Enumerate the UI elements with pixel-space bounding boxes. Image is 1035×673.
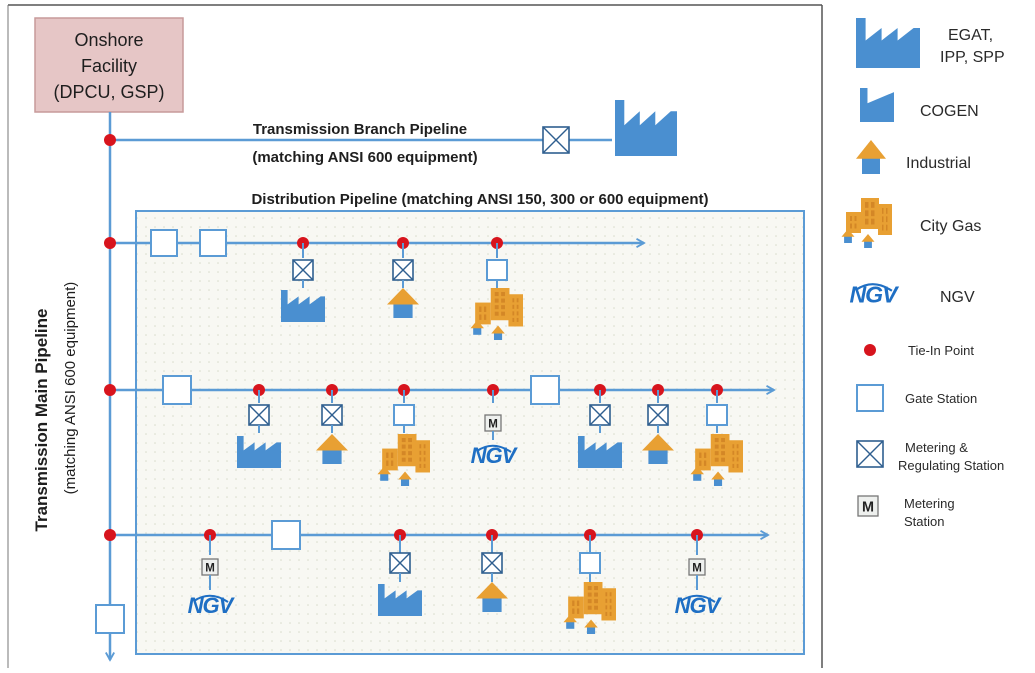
legend-egat-icon: [856, 18, 920, 68]
metering-regulating-station-icon: [292, 259, 314, 281]
factory-icon: [578, 436, 622, 468]
city-gas-icon: [690, 434, 743, 486]
ngv-logo-icon: NGV: [188, 593, 237, 618]
diagram-frame: [7, 4, 823, 668]
metering-station-icon: M: [857, 495, 879, 517]
legend-cogen: COGEN: [920, 103, 979, 120]
metering-regulating-station-icon: [856, 440, 884, 468]
industrial-icon: [642, 434, 674, 464]
legend-city-gas-icon: [841, 198, 892, 248]
metering-station-icon: M: [201, 558, 219, 576]
metering-regulating-station-icon: [481, 552, 503, 574]
distribution-row-3: M NGV M NGV: [188, 520, 724, 634]
factory-icon: [281, 290, 325, 322]
legend-egat-line2: IPP, SPP: [940, 49, 1005, 66]
metering-regulating-station-icon: [542, 126, 570, 154]
city-gas-house: [470, 320, 484, 335]
main-tie-ins: [95, 237, 125, 634]
ngv-logo-icon: NGV: [471, 443, 520, 468]
tie-in-point: [104, 237, 116, 249]
metering-regulating-station-icon: [392, 259, 414, 281]
metering-regulating-station-icon: [248, 404, 270, 426]
metering-regulating-station-icon: [321, 404, 343, 426]
onshore-line3: (DPCU, GSP): [53, 82, 164, 102]
legend-industrial: Industrial: [906, 155, 971, 172]
ngv-logo-icon: NGV: [675, 593, 724, 618]
legend-city-gas: City Gas: [920, 218, 981, 235]
distribution-title: Distribution Pipeline (matching ANSI 150…: [251, 191, 708, 208]
distribution-row-2: M NGV: [162, 375, 743, 486]
gate-station-icon: [271, 520, 301, 550]
transmission-main-title: Transmission Main Pipeline: [32, 309, 51, 532]
gate-station-icon: [393, 404, 415, 426]
city-gas-house: [690, 466, 704, 481]
gate-station-icon: [150, 229, 178, 257]
legend-ngv: NGV: [940, 289, 975, 306]
city-gas-icon: [377, 434, 430, 486]
transmission-branch-subtitle: (matching ANSI 600 equipment): [252, 149, 477, 166]
metering-station-icon: M: [484, 414, 502, 432]
legend-cogen-icon: [860, 88, 894, 122]
industrial-icon: [316, 434, 348, 464]
city-gas-house: [398, 471, 412, 486]
gate-station-icon: [199, 229, 227, 257]
gate-station-icon: [95, 604, 125, 634]
metering-letter: M: [488, 418, 498, 430]
city-gas-house: [377, 466, 391, 481]
factory-icon: [378, 584, 422, 616]
metering-regulating-station-icon: [389, 552, 411, 574]
gate-station-icon: [530, 375, 560, 405]
metering-regulating-station-icon: [589, 404, 611, 426]
transmission-main-subtitle: (matching ANSI 600 equipment): [62, 282, 79, 495]
metering-letter: M: [862, 500, 874, 516]
onshore-line1: Onshore: [74, 30, 143, 50]
svg-text:NGV: NGV: [675, 593, 723, 618]
city-gas-icon: [470, 288, 523, 340]
gate-station-icon: [162, 375, 192, 405]
city-gas-house: [711, 471, 725, 486]
city-gas-house: [491, 325, 505, 340]
legend-ngv-icon: NGV: [849, 281, 901, 307]
gate-station-icon: [706, 404, 728, 426]
legend-mr-line1: Metering &: [905, 440, 968, 455]
tie-in-point: [864, 344, 876, 356]
svg-text:NGV: NGV: [471, 443, 519, 468]
distribution-row-1: [150, 229, 523, 340]
onshore-line2: Facility: [81, 56, 137, 76]
metering-letter: M: [692, 562, 702, 574]
metering-letter: M: [205, 562, 215, 574]
gate-station-icon: [579, 552, 601, 574]
distribution-area: [135, 210, 805, 655]
gate-station-icon: [856, 384, 884, 412]
transmission-branch-title: Transmission Branch Pipeline: [253, 121, 467, 138]
factory-icon: [237, 436, 281, 468]
metering-regulating-station-icon: [647, 404, 669, 426]
legend-gate: Gate Station: [905, 391, 977, 406]
onshore-facility: Onshore Facility (DPCU, GSP): [34, 17, 184, 113]
legend-metering-line1: Metering: [904, 496, 955, 511]
industrial-icon: [476, 582, 508, 612]
legend-egat-line1: EGAT,: [948, 27, 993, 44]
industrial-icon: [387, 288, 419, 318]
city-gas-icon: [563, 582, 616, 634]
gate-station-icon: [486, 259, 508, 281]
legend-metering-line2: Station: [904, 514, 944, 529]
legend-industrial-icon: [856, 140, 886, 174]
city-gas-house: [584, 619, 598, 634]
tie-in-point: [104, 134, 116, 146]
city-gas-house: [841, 229, 855, 243]
transmission-branch-symbols: [104, 100, 677, 156]
metering-station-icon: M: [688, 558, 706, 576]
egat-factory-icon: [615, 100, 677, 156]
tie-in-point: [104, 529, 116, 541]
city-gas-house: [563, 614, 577, 629]
legend-mr-line2: Regulating Station: [898, 458, 1004, 473]
city-gas-house: [861, 234, 875, 248]
legend-tie-in: Tie-In Point: [908, 343, 974, 358]
svg-text:NGV: NGV: [188, 593, 236, 618]
svg-text:NGV: NGV: [849, 281, 900, 307]
tie-in-point: [104, 384, 116, 396]
